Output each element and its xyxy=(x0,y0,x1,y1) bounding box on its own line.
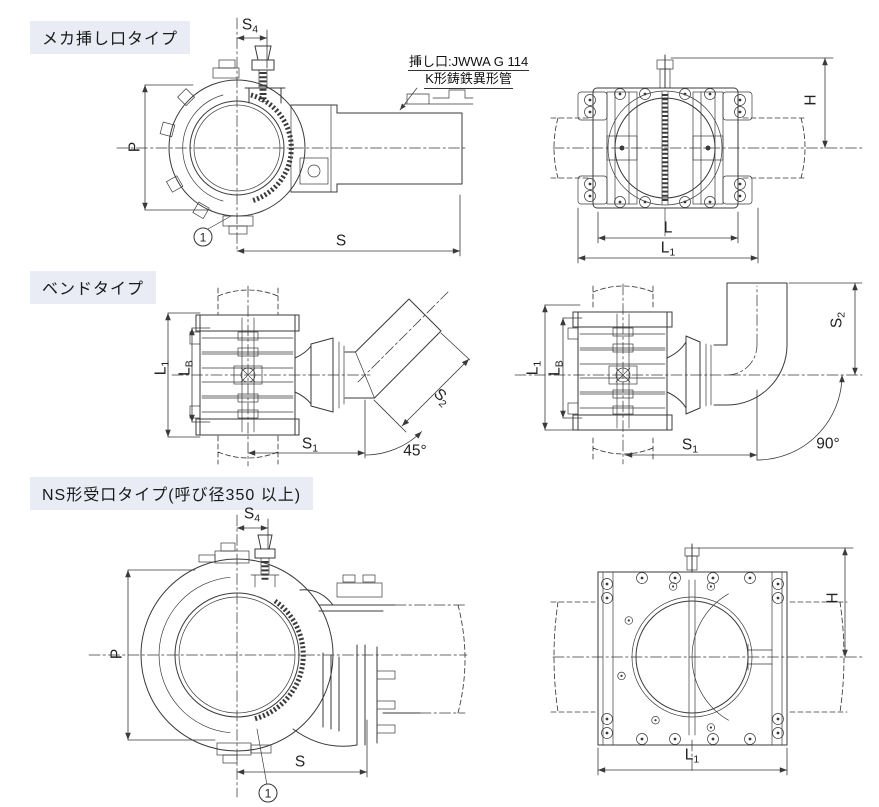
bend90-lines xyxy=(514,282,863,465)
ns-front-dimensions xyxy=(125,518,368,778)
bend45-drawing xyxy=(165,285,470,467)
dim-label-s1-bend90: S1 xyxy=(681,436,699,456)
dim-label-lb-bend45: LB xyxy=(176,360,196,376)
bend90-drawing xyxy=(514,282,863,465)
dim-label-p-mech: P xyxy=(126,141,144,153)
ns-side-dimensions xyxy=(597,547,854,776)
dim-label-s2-bend90: S2 xyxy=(828,311,848,329)
pipe-annotation: 挿し口:JWWA G 114 K形鋳鉄異形管 xyxy=(408,54,530,89)
dim-label-h-ns-side: H xyxy=(824,592,842,604)
dim-label-p-ns: P xyxy=(108,648,126,660)
section-title-bend: ベンドタイプ xyxy=(30,271,157,304)
dim-label-l1-ns-side: L1 xyxy=(684,746,700,766)
ns-side-lines xyxy=(550,543,866,773)
section-title-mech: メカ挿し口タイプ xyxy=(30,21,191,54)
annotation-line2: K形鋳鉄異形管 xyxy=(424,71,513,89)
callout-1-mech: 1 xyxy=(193,227,213,247)
dim-label-lb-bend90: LB xyxy=(546,360,566,376)
dim-label-s4-mech: S4 xyxy=(241,16,259,36)
bend90-dimensions xyxy=(542,282,863,461)
mech-front-dimensions xyxy=(142,29,461,257)
section-title-ns: NS形受口タイプ(呼び径350 以上) xyxy=(30,477,314,510)
bend45-dimensions xyxy=(165,312,470,459)
bend45-lines xyxy=(171,285,449,467)
dim-label-l-mech-side: L xyxy=(663,219,673,237)
mech-side-drawing xyxy=(550,54,864,264)
mech-side-dimensions xyxy=(577,57,834,264)
dim-label-angle45: 45° xyxy=(403,442,427,460)
ns-front-drawing xyxy=(88,514,468,798)
dim-label-l1-bend90: L1 xyxy=(524,360,544,376)
ns-side-drawing xyxy=(550,543,866,776)
dim-label-l1-bend45: L1 xyxy=(152,360,172,376)
dim-label-s-ns: S xyxy=(294,753,306,771)
dim-label-s-mech: S xyxy=(335,232,347,250)
dim-label-l1-mech-side: L1 xyxy=(660,239,676,259)
mech-front-drawing xyxy=(116,17,474,257)
dim-label-s1-bend45: S1 xyxy=(301,435,319,455)
mech-side-lines xyxy=(550,54,864,237)
dim-label-h-mech-side: H xyxy=(802,94,820,106)
dim-label-s4-ns: S4 xyxy=(243,505,261,525)
ns-front-lines xyxy=(88,514,468,798)
dim-label-angle90: 90° xyxy=(816,435,840,453)
callout-1-ns: 1 xyxy=(258,783,278,803)
mech-front-lines xyxy=(116,17,474,253)
